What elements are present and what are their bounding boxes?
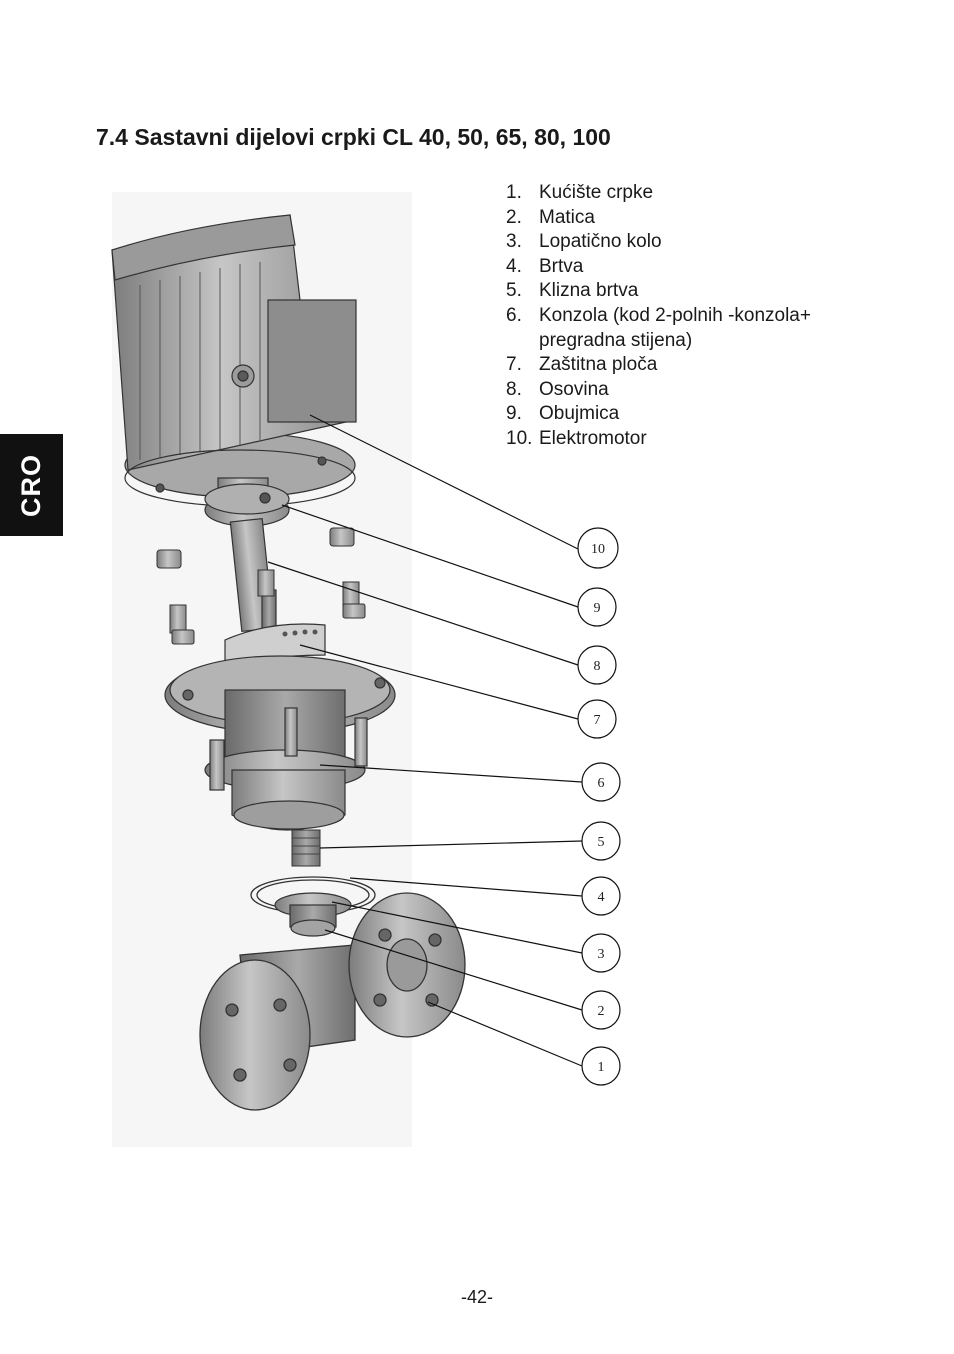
list-item: 6.Konzola (kod 2-polnih -konzola+ <box>506 304 811 326</box>
callout-8: 8 <box>577 645 617 685</box>
electromotor-part <box>111 214 357 507</box>
svg-text:1: 1 <box>598 1060 605 1075</box>
parts-list: 1.Kućište crpke 2.Matica 3.Lopatično kol… <box>506 181 811 452</box>
bracket-part <box>164 655 396 831</box>
callout-6: 6 <box>581 762 621 802</box>
list-item: 3.Lopatično kolo <box>506 231 662 253</box>
svg-text:9: 9 <box>594 601 601 616</box>
page-number: -42- <box>460 1287 493 1307</box>
callout-1: 1 <box>581 1046 621 1086</box>
mechanical-seal-part <box>291 829 321 867</box>
pump-housing-part <box>199 892 466 1111</box>
list-item: 5.Klizna brtva <box>506 280 639 302</box>
bolts <box>156 527 366 645</box>
callout-9: 9 <box>577 587 617 627</box>
svg-text:6: 6 <box>598 776 605 791</box>
callout-5: 5 <box>581 821 621 861</box>
svg-text:8: 8 <box>594 659 601 674</box>
svg-text:2: 2 <box>598 1004 605 1019</box>
callout-7: 7 <box>577 699 617 739</box>
svg-text:4: 4 <box>598 890 605 905</box>
list-item: 1.Kućište crpke <box>506 182 654 203</box>
callout-10: 10 <box>577 527 619 569</box>
svg-text:7: 7 <box>594 713 601 728</box>
list-item: 4.Brtva <box>506 255 584 277</box>
callout-4: 4 <box>581 876 621 916</box>
callout-3: 3 <box>581 933 621 973</box>
list-item: 8.Osovina <box>506 378 609 400</box>
callout-2: 2 <box>581 990 621 1030</box>
list-item: 2.Matica <box>506 206 595 228</box>
svg-text:5: 5 <box>598 835 605 850</box>
section-title: 7.4 Sastavni dijelovi crpki CL 40, 50, 6… <box>96 124 611 150</box>
leader-lines <box>267 414 583 1067</box>
svg-text:10: 10 <box>591 542 605 557</box>
impeller-part <box>274 892 352 937</box>
list-item: pregradna stijena) <box>539 329 693 351</box>
list-item: 9.Obujmica <box>506 403 620 425</box>
svg-text:3: 3 <box>598 947 605 962</box>
language-tab: CRO <box>0 434 63 536</box>
pump-exploded-diagram: 10 9 8 7 6 5 4 3 2 1 <box>111 214 621 1111</box>
list-item: 10.Elektromotor <box>506 427 647 449</box>
list-item: 7.Zaštitna ploča <box>506 354 658 376</box>
